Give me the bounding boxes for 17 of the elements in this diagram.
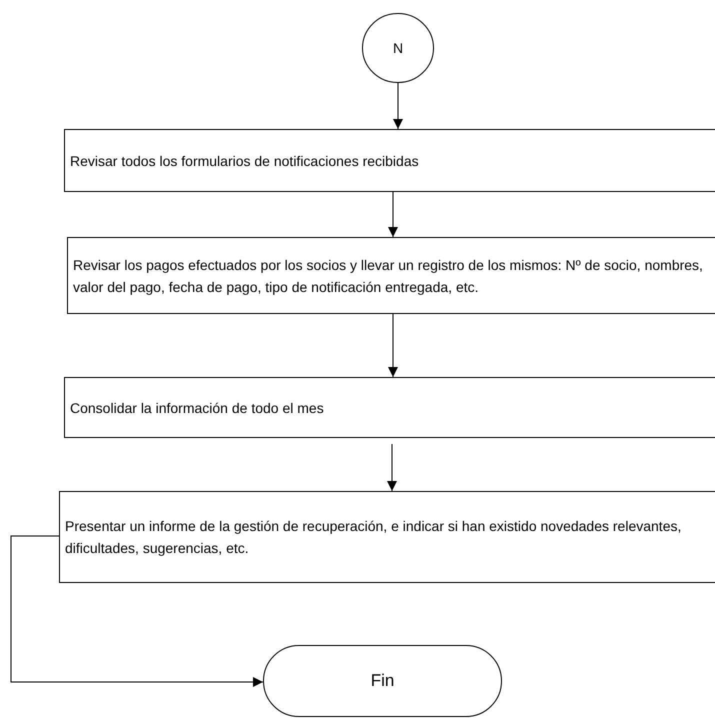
arrow xyxy=(10,536,264,687)
node-text: Fin xyxy=(370,670,394,692)
arrow xyxy=(393,82,403,130)
node-text: Revisar los pagos efectuados por los socios y llevar un registro de los mismos: Nº de socio, nombres, valor del pago, fecha de pago, tipo de notificación entregada, etc. xyxy=(73,256,704,297)
process-box xyxy=(64,129,715,192)
node-text: Revisar todos los formularios de notificaciones recibidas xyxy=(70,152,419,170)
arrow xyxy=(387,444,397,492)
node-text: Consolidar la información de todo el mes xyxy=(70,398,324,418)
process-box xyxy=(64,377,715,438)
connector-circle xyxy=(362,13,434,83)
node-text: N xyxy=(392,39,404,58)
process-box xyxy=(59,491,715,583)
arrow xyxy=(388,192,398,238)
terminator-shape xyxy=(263,645,502,717)
arrow xyxy=(388,314,398,378)
node-text: Presentar un informe de la gestión de recuperación, e indicar si han existido novedades relevantes, dificultades, sugerencias, etc. xyxy=(65,517,682,558)
process-box xyxy=(67,237,715,314)
